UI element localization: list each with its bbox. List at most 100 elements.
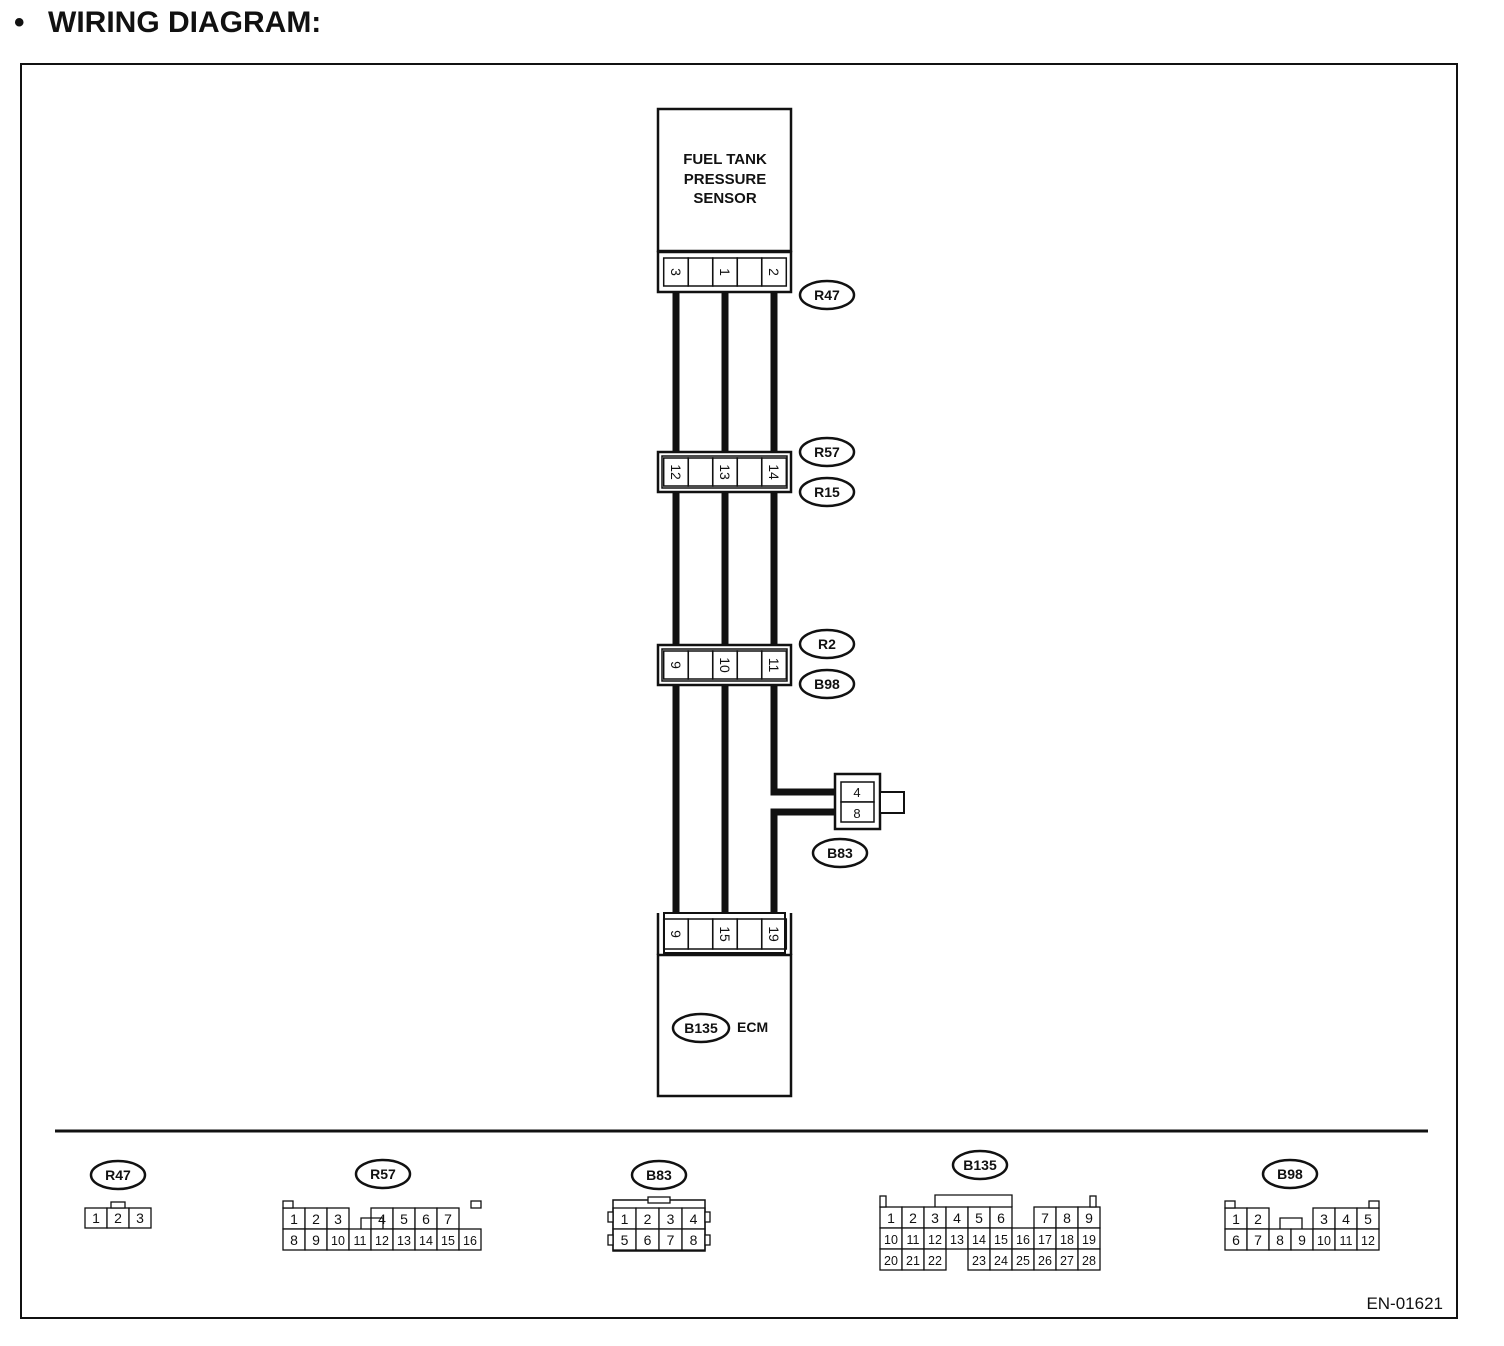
legend-latch (1279, 1217, 1303, 1229)
legend-pin-number: 27 (1060, 1254, 1074, 1268)
connector-cell (760, 650, 788, 680)
pin-number: 10 (717, 657, 733, 673)
connector-cell (760, 457, 788, 487)
connector-label-b135: B135 (671, 1012, 731, 1044)
legend-connector-id: R47 (105, 1167, 131, 1183)
pin-number: 1 (717, 268, 733, 276)
legend-pin-number: 4 (690, 1211, 698, 1227)
legend-pin-number: 6 (644, 1232, 652, 1248)
legend-pin-number: 16 (1016, 1233, 1030, 1247)
ecm-label: ECM (737, 1019, 768, 1035)
legend-pin-number: 6 (422, 1211, 430, 1227)
legend-pin-number: 9 (1298, 1232, 1306, 1248)
legend-pin-number: 1 (1232, 1211, 1240, 1227)
connector-id: B135 (684, 1020, 718, 1036)
legend-pin-number: 5 (975, 1210, 983, 1226)
legend-pin-number: 9 (312, 1232, 320, 1248)
legend-pin-number: 5 (1364, 1211, 1372, 1227)
legend-pin-number: 2 (644, 1211, 652, 1227)
legend-pin-number: 18 (1060, 1233, 1074, 1247)
bullet: • (14, 6, 25, 39)
legend-tab (470, 1200, 482, 1209)
legend-pin-number: 15 (994, 1233, 1008, 1247)
legend-pin-number: 1 (887, 1210, 895, 1226)
legend-tab (704, 1234, 711, 1246)
legend-oval (89, 1159, 147, 1191)
pin-number: 9 (668, 661, 684, 669)
legend-latch (934, 1194, 1013, 1207)
connector-label-b98: B98 (798, 668, 856, 700)
label-oval (798, 476, 856, 508)
connector-id: B98 (814, 676, 840, 692)
connector-id: R57 (814, 444, 840, 460)
legend-pin-cell (1356, 1228, 1380, 1251)
legend-pin-number: 28 (1082, 1254, 1096, 1268)
legend-pin-number: 8 (1276, 1232, 1284, 1248)
legend-tab (607, 1234, 614, 1246)
legend-pin-number: 3 (1320, 1211, 1328, 1227)
connector-cell (760, 918, 788, 950)
page-title-text: WIRING DIAGRAM: (48, 6, 322, 39)
legend-pin-number: 8 (290, 1232, 298, 1248)
legend-tab (704, 1211, 711, 1223)
legend-latch (647, 1196, 671, 1204)
diagram-frame (20, 63, 1458, 1319)
legend-pin-number: 13 (950, 1233, 964, 1247)
connector-b83: 4 8 (833, 772, 905, 831)
connector-label-r15: R15 (798, 476, 856, 508)
b83-pin-cell (840, 801, 875, 823)
connector-id: B83 (827, 845, 853, 861)
legend-pin-number: 7 (1254, 1232, 1262, 1248)
connector-id: R15 (814, 484, 840, 500)
legend-pin-number: 10 (884, 1233, 898, 1247)
legend-pin-number: 12 (375, 1234, 389, 1248)
wire-11-4 (770, 686, 835, 796)
pin-number: 9 (668, 930, 684, 938)
b83-pin-8: 8 (853, 806, 860, 821)
sensor-label-line-1: FUEL TANK (683, 151, 767, 168)
legend-pin-number: 14 (419, 1234, 433, 1248)
wire-8-19 (770, 808, 835, 914)
reference-code: EN-01621 (1366, 1294, 1443, 1313)
legend-pin-number: 21 (906, 1254, 920, 1268)
legend-connector-id: B135 (963, 1157, 997, 1173)
legend-pin-number: 8 (1063, 1210, 1071, 1226)
legend-pin-number: 7 (1041, 1210, 1049, 1226)
pin-number: 12 (668, 464, 684, 480)
legend-pin-number: 3 (931, 1210, 939, 1226)
b135-tabs (656, 913, 793, 955)
connector-label-r57: R57 (798, 436, 856, 468)
legend-pin-number: 25 (1016, 1254, 1030, 1268)
legend-pin-number: 24 (994, 1254, 1008, 1268)
connector-id: R47 (814, 287, 840, 303)
legend-pin-number: 1 (621, 1211, 629, 1227)
sensor-label-line-3: SENSOR (693, 190, 757, 207)
pin-number: 13 (717, 464, 733, 480)
connector-r57-r15: 12 13 14 (656, 450, 793, 494)
legend-pin-cell (923, 1248, 947, 1271)
legend-oval (1261, 1158, 1319, 1190)
legend-pin-number: 4 (1342, 1211, 1350, 1227)
label-oval (798, 279, 856, 311)
legend-pin-cell (458, 1228, 482, 1251)
legend-pin-number: 16 (463, 1234, 477, 1248)
page-title: • WIRING DIAGRAM: (14, 6, 321, 40)
connector-cell (760, 257, 788, 287)
legend-pin-cell (1077, 1248, 1101, 1271)
legend-tab (1368, 1200, 1380, 1209)
legend-pin-number: 5 (400, 1211, 408, 1227)
pin-number: 14 (766, 464, 782, 480)
legend-tab (879, 1195, 887, 1208)
legend-oval (951, 1149, 1009, 1181)
legend-connector-id: R57 (370, 1166, 396, 1182)
legend-pin-number: 12 (928, 1233, 942, 1247)
